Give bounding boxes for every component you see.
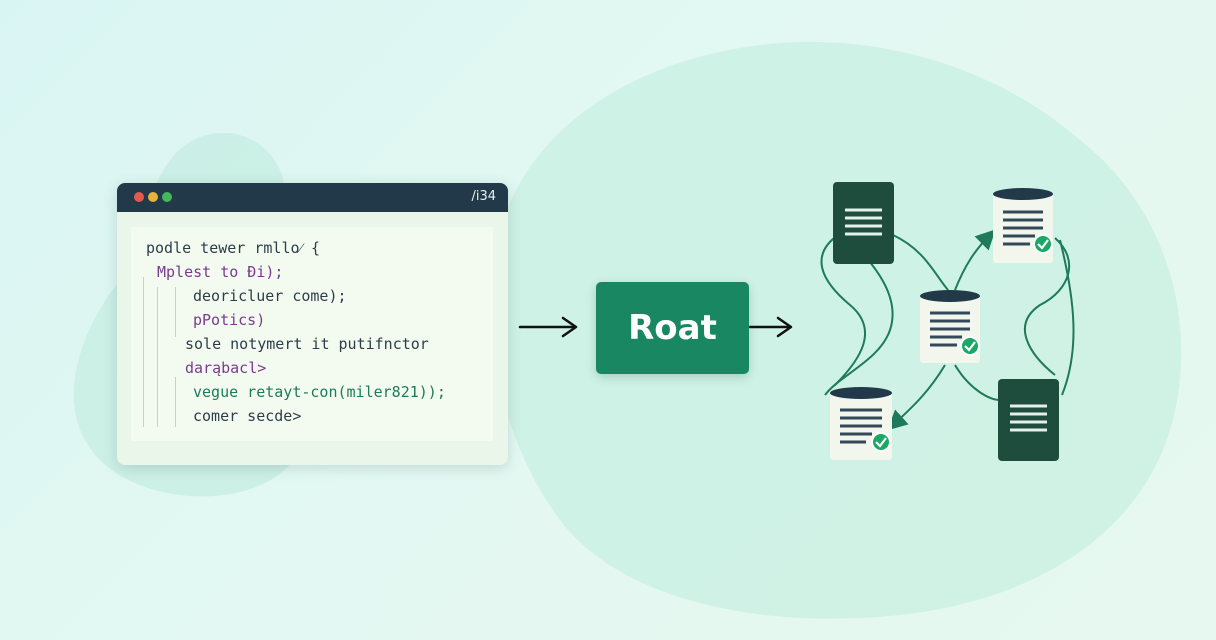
indent-guide <box>175 377 176 427</box>
connector <box>954 364 1001 401</box>
center-process-label: Roat <box>628 308 717 348</box>
check-icon <box>960 336 980 356</box>
connector <box>954 229 996 291</box>
code-line-3: deoricluer come); <box>193 287 347 305</box>
document-icon <box>998 379 1059 461</box>
connector <box>820 234 867 386</box>
code-editor-window: /i34 podle tewer rmllo⁄ { Mplest to Đi);… <box>117 183 508 465</box>
database-document-icon <box>830 387 892 460</box>
connector <box>824 239 894 396</box>
indent-guide <box>157 287 158 427</box>
document-icon <box>833 182 894 264</box>
connector <box>892 234 949 291</box>
code-line-5: sole notymert it putifnctor <box>185 335 429 353</box>
minimize-dot-icon[interactable] <box>148 192 158 202</box>
code-area: podle tewer rmllo⁄ { Mplest to Đi); deor… <box>131 227 493 441</box>
connector-lines <box>820 229 1075 431</box>
indent-guide <box>175 287 176 337</box>
center-process-box: Roat <box>596 282 749 374</box>
indent-guide <box>143 277 144 427</box>
maximize-dot-icon[interactable] <box>162 192 172 202</box>
window-titlebar: /i34 <box>117 183 508 212</box>
code-line-2: Mplest to Đi); <box>157 263 284 281</box>
window-title: /i34 <box>471 189 496 204</box>
code-line-8: comer secde> <box>193 407 302 425</box>
connector <box>1059 239 1075 396</box>
close-dot-icon[interactable] <box>134 192 144 202</box>
arrow-right-icon <box>748 316 793 338</box>
database-document-icon <box>993 188 1053 263</box>
database-document-icon <box>920 290 980 363</box>
code-line-7: vegue retayt-con(miler821)); <box>193 383 446 401</box>
connector <box>1023 237 1071 376</box>
arrow-right-icon <box>518 316 578 338</box>
connector <box>887 364 946 431</box>
code-line-4: pPotics) <box>193 311 266 329</box>
check-icon <box>1033 234 1053 254</box>
code-line-1: podle tewer rmllo⁄ { <box>146 239 321 257</box>
code-line-6: darąbacl> <box>185 359 267 377</box>
check-icon <box>871 432 891 452</box>
